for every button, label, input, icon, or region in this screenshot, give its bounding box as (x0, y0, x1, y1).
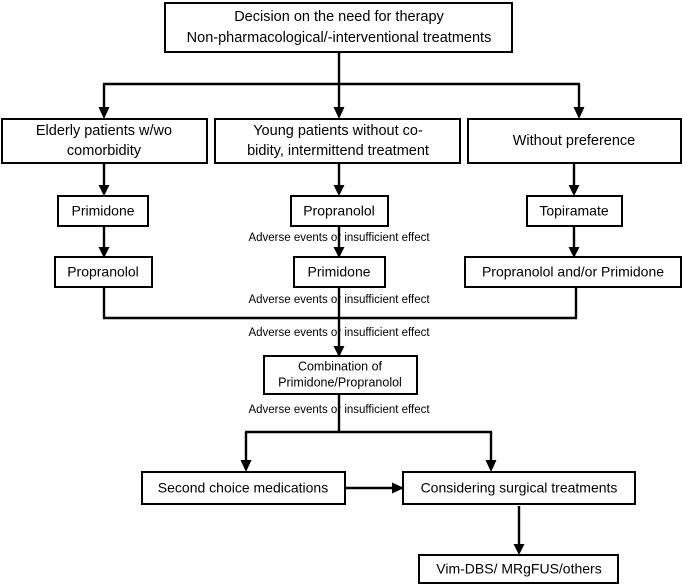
node-final[interactable]: Vim-DBS/ MRgFUS/others (418, 554, 619, 584)
node-branch-right-line1: Without preference (513, 133, 636, 149)
node-branch-right[interactable]: Without preference (467, 118, 682, 164)
node-mid-step-2-box[interactable] (293, 256, 386, 288)
node-start-line2: Non-pharmacological/-interventional trea… (187, 30, 492, 46)
arrowhead-left-propranolol (98, 247, 110, 258)
node-final-label: Vim-DBS/ MRgFUS/others (436, 561, 601, 577)
node-branch-left[interactable]: Elderly patients w/wo comorbidity (1, 118, 208, 164)
arrowhead-to-surgical-horizontal (392, 482, 404, 494)
node-right-step-1[interactable]: Topiramate (526, 195, 623, 227)
node-mid-step-1[interactable]: Propranolol (290, 195, 389, 227)
arrowhead-combination (333, 346, 345, 357)
node-start-box[interactable] (164, 2, 513, 53)
node-left-step-1[interactable]: Primidone (57, 195, 149, 227)
node-branch-mid-line2: bidity, intermittend treatment (247, 143, 429, 159)
arrowhead-branch-left (98, 107, 110, 119)
arrowhead-left-primidone (98, 185, 110, 196)
edge-label-adverse-3: Adverse events or insufficient effect (248, 327, 430, 339)
node-second-choice[interactable]: Second choice medications (141, 471, 346, 505)
node-mid-step-1-label: Propranolol (303, 203, 375, 219)
node-branch-left-line1: Elderly patients w/wo (36, 123, 172, 139)
node-branch-left-box[interactable] (1, 118, 208, 164)
arrowhead-mid-propranolol (333, 185, 345, 196)
node-combination[interactable]: Combination of Primidone/Propranolol (263, 355, 418, 395)
node-left-step-2-label: Propranolol (67, 264, 139, 280)
node-right-step-1-box[interactable] (526, 195, 623, 227)
node-surgical[interactable]: Considering surgical treatments (402, 471, 636, 505)
node-start[interactable]: Decision on the need for therapy Non-pha… (164, 2, 513, 53)
node-branch-left-line2: comorbidity (67, 143, 142, 159)
edge-label-layer: Adverse events or insufficient effect Ad… (248, 232, 430, 416)
node-branch-mid-box[interactable] (214, 118, 461, 164)
edge-label-adverse-4: Adverse events or insufficient effect (248, 404, 430, 416)
node-right-step-2-box[interactable] (464, 256, 682, 288)
node-combination-line1: Combination of (298, 359, 383, 373)
node-left-step-1-label: Primidone (71, 203, 134, 219)
node-combination-box[interactable] (263, 355, 418, 395)
node-surgical-label: Considering surgical treatments (421, 480, 618, 496)
node-branch-mid-line1: Young patients without co- (253, 123, 423, 139)
node-mid-step-1-box[interactable] (290, 195, 389, 227)
edge-layer (98, 52, 585, 555)
node-second-choice-label: Second choice medications (158, 480, 328, 496)
arrowhead-branch-right (573, 107, 585, 119)
node-left-step-2[interactable]: Propranolol (54, 256, 153, 288)
arrowhead-mid-primidone (333, 247, 345, 258)
arrowhead-right-topiramate (568, 185, 580, 196)
arrowhead-second-choice (240, 460, 252, 472)
node-left-step-1-box[interactable] (57, 195, 149, 227)
node-right-step-1-label: Topiramate (539, 203, 608, 219)
arrowhead-branch-mid (333, 107, 345, 119)
node-surgical-box[interactable] (402, 471, 636, 505)
edge-label-adverse-2: Adverse events or insufficient effect (248, 294, 430, 306)
node-left-step-2-box[interactable] (54, 256, 153, 288)
node-branch-right-box[interactable] (467, 118, 682, 164)
node-final-box[interactable] (418, 554, 619, 584)
arrowhead-final (513, 544, 525, 555)
node-mid-step-2[interactable]: Primidone (293, 256, 386, 288)
node-second-choice-box[interactable] (141, 471, 346, 505)
node-mid-step-2-label: Primidone (307, 264, 370, 280)
node-combination-line2: Primidone/Propranolol (278, 375, 402, 389)
node-right-step-2[interactable]: Propranolol and/or Primidone (464, 256, 682, 288)
node-start-line1: Decision on the need for therapy (234, 9, 444, 25)
arrowhead-right-propranolol-primidone (568, 247, 580, 258)
arrowhead-surgical (485, 460, 497, 472)
node-right-step-2-label: Propranolol and/or Primidone (482, 264, 664, 280)
node-branch-mid[interactable]: Young patients without co- bidity, inter… (214, 118, 461, 164)
edge-label-adverse-1: Adverse events or insufficient effect (248, 232, 430, 244)
